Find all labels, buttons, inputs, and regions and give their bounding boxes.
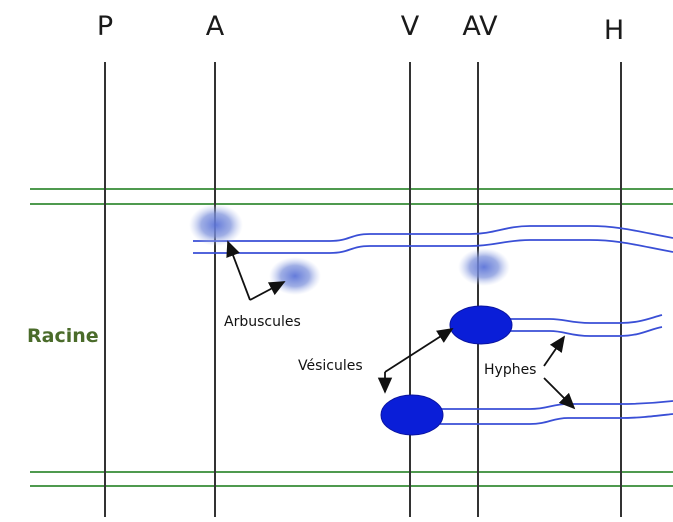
arbuscule-1	[189, 204, 243, 246]
arrow-arbuscules-2	[249, 281, 286, 301]
column-label-p: P	[96, 11, 114, 42]
racine-label: Racine	[27, 325, 99, 347]
root-boundary-top	[30, 188, 673, 205]
hypha-top	[193, 225, 673, 254]
column-label-h: H	[603, 15, 625, 46]
arbuscule-3	[458, 248, 510, 286]
arbuscule-2	[269, 257, 321, 295]
hyphes-label: Hyphes	[484, 362, 537, 378]
arbuscules-label: Arbuscules	[224, 314, 301, 330]
vesicle-upper	[449, 305, 513, 345]
arrow-hyphes-1	[543, 335, 566, 367]
column-label-av: AV	[462, 11, 498, 42]
arrow-vesicules-1	[384, 328, 454, 373]
root-boundary-bottom	[30, 471, 673, 487]
column-label-v: V	[400, 11, 420, 42]
arrow-hyphes-2	[543, 377, 576, 410]
arrow-arbuscules-1	[226, 240, 251, 301]
column-label-a: A	[205, 11, 225, 42]
hypha-middle	[505, 314, 663, 337]
hypha-bottom	[440, 400, 673, 425]
vesicules-label: Vésicules	[298, 358, 363, 374]
vesicle-lower	[380, 394, 444, 436]
